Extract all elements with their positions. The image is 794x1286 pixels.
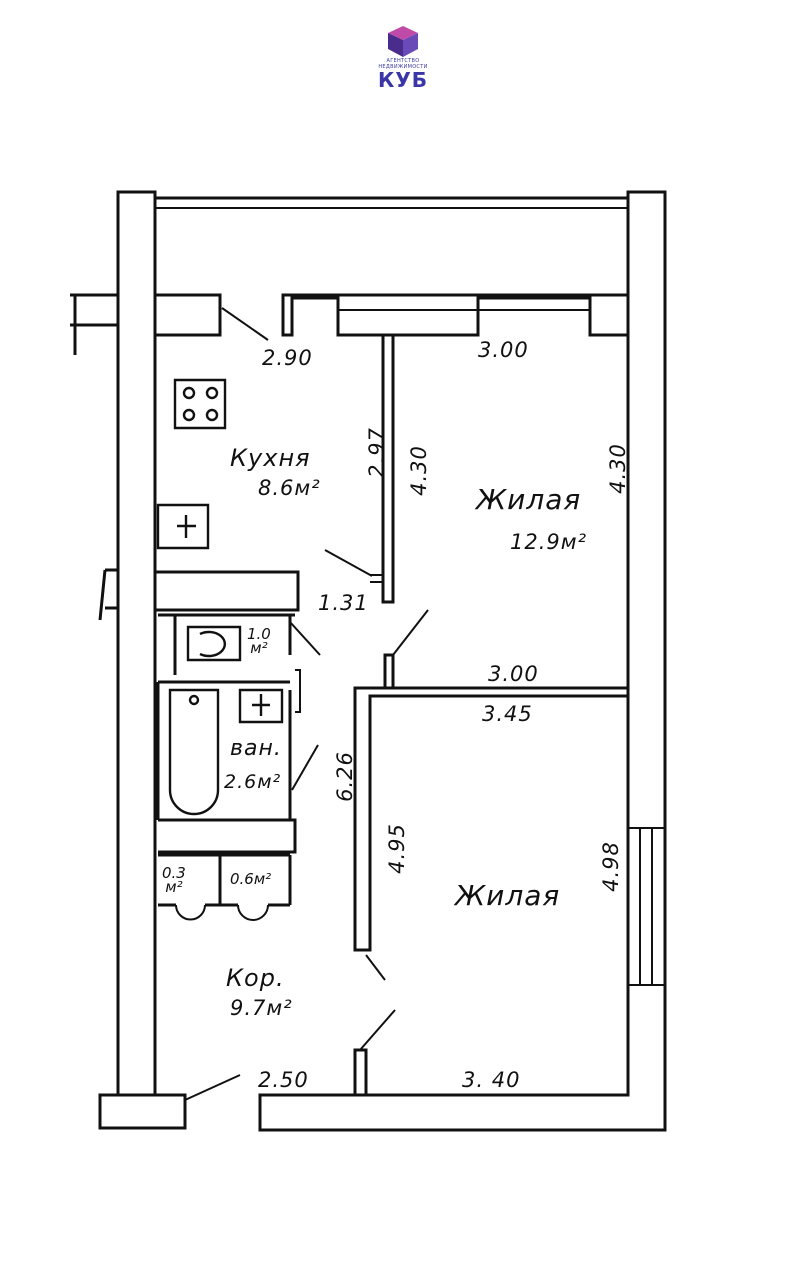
living2-door-upper bbox=[365, 954, 386, 981]
left-base-block bbox=[98, 1093, 187, 1130]
dim-living2-left: 4.95 bbox=[384, 823, 409, 874]
living2-door-jamb bbox=[353, 1048, 368, 1097]
bath-door-swing bbox=[291, 744, 319, 791]
dim-living2-top: 3.45 bbox=[482, 702, 533, 726]
living-2-label: Жилая bbox=[455, 879, 561, 912]
closet-door-swings bbox=[175, 904, 269, 921]
kitchen-area: 8.6м² bbox=[258, 476, 321, 500]
dim-kitchen-bottom: 1.31 bbox=[318, 591, 369, 615]
living-1-label: Жилая bbox=[476, 483, 582, 516]
wc-door-swing bbox=[289, 621, 321, 656]
dim-kitchen-top: 2.90 bbox=[262, 346, 313, 370]
bath-drain-icon bbox=[188, 694, 200, 706]
logo-subtitle-2: НЕДВИЖИМОСТИ bbox=[378, 64, 428, 70]
bath-label: ван. bbox=[230, 736, 282, 761]
stove-burner-icon bbox=[182, 386, 196, 400]
kitchen-door-swing bbox=[221, 307, 269, 341]
kitchen-living-partition bbox=[381, 333, 395, 604]
corridor-label: Кор. bbox=[226, 964, 285, 992]
wc-area-unit: м² bbox=[250, 639, 268, 658]
right-window-frame bbox=[628, 827, 665, 986]
dim-living2-bottom: 3. 40 bbox=[462, 1068, 521, 1092]
dim-living2-right: 4.98 bbox=[598, 841, 623, 892]
wc-area-num: 1.0 bbox=[247, 625, 271, 643]
top-wall-row bbox=[281, 293, 630, 337]
entrance-door-swing bbox=[184, 1074, 241, 1101]
closet-2-area: 0.6м² bbox=[230, 870, 272, 888]
kitchen-sink-icon bbox=[156, 503, 210, 550]
sink-icon bbox=[238, 688, 284, 724]
bathtub-icon bbox=[168, 688, 220, 816]
bath-walls bbox=[156, 682, 297, 854]
wc-walls bbox=[158, 613, 295, 684]
dim-partition-side: 4.30 bbox=[406, 445, 431, 496]
living2-door-lower bbox=[359, 1009, 396, 1051]
kitchen-bottom-wall bbox=[155, 570, 300, 612]
left-stub-mid bbox=[98, 568, 118, 621]
bath-door-frame bbox=[295, 669, 301, 713]
kitchen-top-wall bbox=[155, 293, 222, 337]
kitchen-label: Кухня bbox=[230, 444, 311, 472]
stove-burner-icon bbox=[182, 408, 196, 422]
toilet-icon bbox=[186, 625, 242, 662]
living1-door-leaf bbox=[392, 609, 429, 656]
stove-burner-icon bbox=[205, 408, 219, 422]
dim-kitchen-side: 2.97 bbox=[364, 427, 389, 478]
stove-icon bbox=[173, 378, 227, 430]
dim-corridor-bottom: 2.50 bbox=[258, 1068, 309, 1092]
agency-logo: АГЕНТСТВО НЕДВИЖИМОСТИ КУБ bbox=[366, 24, 440, 90]
logo-name: КУБ bbox=[377, 68, 428, 92]
closet-walls bbox=[158, 853, 292, 907]
corridor-area: 9.7м² bbox=[230, 996, 293, 1020]
dim-living1-right: 4.30 bbox=[605, 443, 630, 494]
closet-1-area-num: 0.3 bbox=[162, 864, 186, 882]
living-1-area: 12.9м² bbox=[510, 530, 588, 554]
kitchen-door-leaf bbox=[324, 549, 373, 577]
cube-logo-icon bbox=[388, 26, 418, 57]
left-stub-top bbox=[70, 293, 118, 355]
closet-1-area: 0.3 м² bbox=[162, 864, 186, 897]
closet-1-area-unit: м² bbox=[165, 878, 183, 897]
living-divider-wall bbox=[353, 653, 630, 952]
left-exterior-wall bbox=[116, 190, 157, 1097]
dim-corridor-left: 6.26 bbox=[332, 751, 357, 802]
dim-living1-bottom: 3.00 bbox=[488, 662, 539, 686]
right-exterior-wall bbox=[258, 190, 667, 1132]
dim-living1-top: 3.00 bbox=[478, 338, 529, 362]
stove-burner-icon bbox=[205, 386, 219, 400]
wc-area: 1.0 м² bbox=[247, 625, 271, 658]
partition-foot bbox=[370, 574, 384, 583]
bath-area: 2.6м² bbox=[224, 771, 282, 793]
logo-subtitle-1: АГЕНТСТВО bbox=[386, 58, 420, 64]
